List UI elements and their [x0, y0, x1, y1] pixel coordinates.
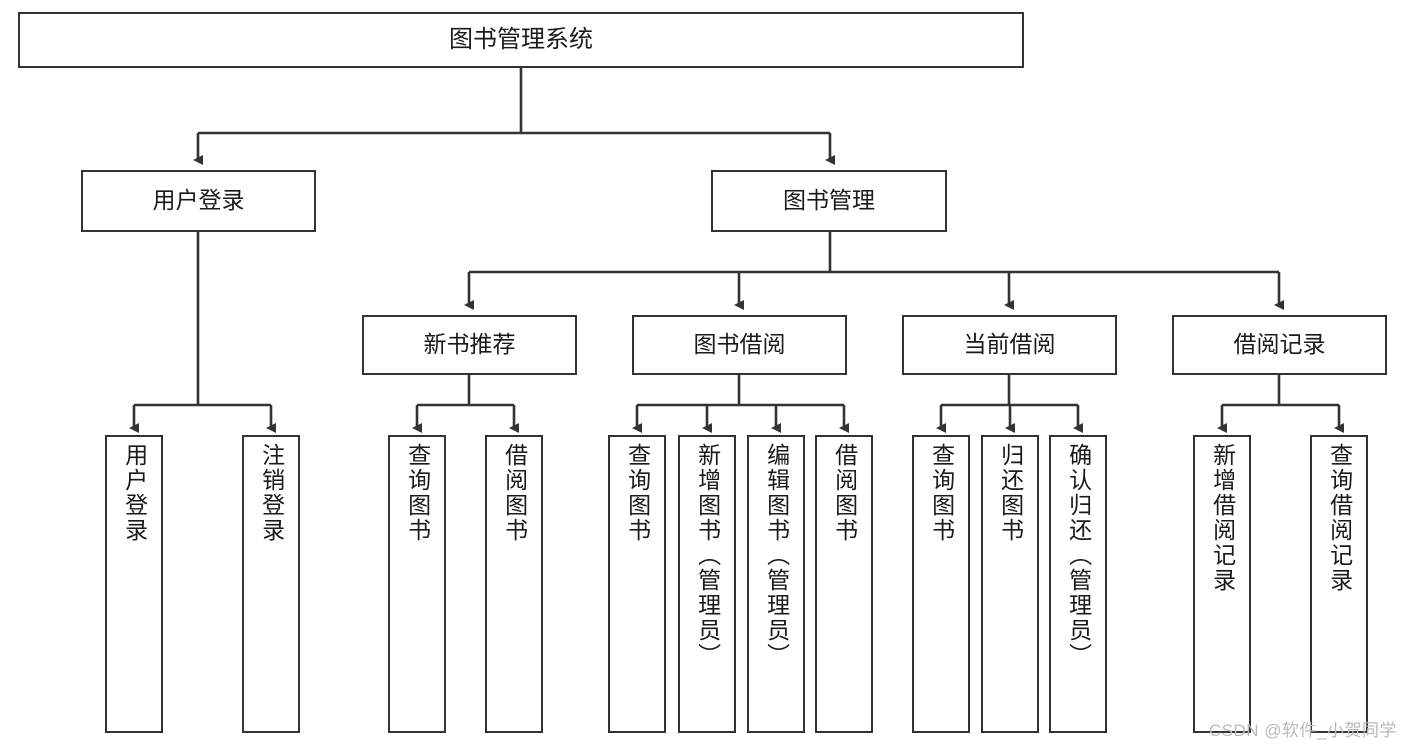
node-label: 查询图书 — [928, 443, 955, 543]
leaf-borrow-borrow-books[interactable]: 借阅图书 — [815, 435, 873, 733]
node-label: 新增借阅记录 — [1209, 443, 1236, 593]
node-label: 新书推荐 — [423, 331, 516, 358]
edges-book-mgmt-to-level3 — [464, 232, 1284, 310]
node-label: 注销登录 — [258, 443, 285, 543]
edges-user-login-to-leaves — [129, 232, 276, 433]
node-label: 借阅图书 — [501, 443, 528, 543]
leaf-record-query-borrow-record[interactable]: 查询借阅记录 — [1310, 435, 1368, 733]
node-label: 确认归还（管理员） — [1065, 443, 1092, 668]
leaf-user-login[interactable]: 用户登录 — [105, 435, 163, 733]
node-book-management[interactable]: 图书管理 — [711, 170, 947, 232]
edges-new-book-to-leaves — [412, 375, 519, 433]
edges-book-borrow-to-leaves — [632, 375, 849, 433]
node-label: 当前借阅 — [963, 331, 1056, 358]
leaf-newbook-query-books[interactable]: 查询图书 — [388, 435, 446, 733]
node-label: 用户登录 — [121, 443, 148, 543]
leaf-current-query-books[interactable]: 查询图书 — [912, 435, 970, 733]
node-label: 图书管理 — [783, 187, 875, 214]
leaf-current-return-books[interactable]: 归还图书 — [981, 435, 1039, 733]
edges-borrow-record-to-leaves — [1217, 375, 1344, 433]
node-book-borrow[interactable]: 图书借阅 — [632, 315, 847, 375]
edges-current-borrow-to-leaves — [936, 375, 1083, 433]
node-current-borrow[interactable]: 当前借阅 — [902, 315, 1117, 375]
node-label: 查询图书 — [404, 443, 431, 543]
edges-root-to-level2 — [193, 68, 835, 165]
node-label: 查询借阅记录 — [1326, 443, 1353, 593]
leaf-borrow-add-book-admin[interactable]: 新增图书（管理员） — [678, 435, 736, 733]
node-label: 图书借阅 — [693, 331, 786, 358]
node-borrow-record[interactable]: 借阅记录 — [1172, 315, 1387, 375]
node-label: 用户登录 — [152, 187, 245, 214]
node-user-login[interactable]: 用户登录 — [81, 170, 316, 232]
leaf-borrow-edit-book-admin[interactable]: 编辑图书（管理员） — [747, 435, 805, 733]
node-label: 编辑图书（管理员） — [763, 443, 790, 668]
node-label: 图书管理系统 — [449, 25, 593, 53]
node-root-library-system[interactable]: 图书管理系统 — [18, 12, 1024, 68]
node-new-book-recommend[interactable]: 新书推荐 — [362, 315, 577, 375]
leaf-logout[interactable]: 注销登录 — [242, 435, 300, 733]
node-label: 归还图书 — [997, 443, 1024, 543]
leaf-newbook-borrow-books[interactable]: 借阅图书 — [485, 435, 543, 733]
leaf-record-add-borrow-record[interactable]: 新增借阅记录 — [1193, 435, 1251, 733]
node-label: 借阅记录 — [1233, 331, 1326, 358]
leaf-current-confirm-return-admin[interactable]: 确认归还（管理员） — [1049, 435, 1107, 733]
node-label: 新增图书（管理员） — [694, 443, 721, 668]
leaf-borrow-query-books[interactable]: 查询图书 — [608, 435, 666, 733]
watermark-text: CSDN @软件_小贺同学 — [1208, 721, 1397, 740]
node-label: 查询图书 — [624, 443, 651, 543]
node-label: 借阅图书 — [831, 443, 858, 543]
